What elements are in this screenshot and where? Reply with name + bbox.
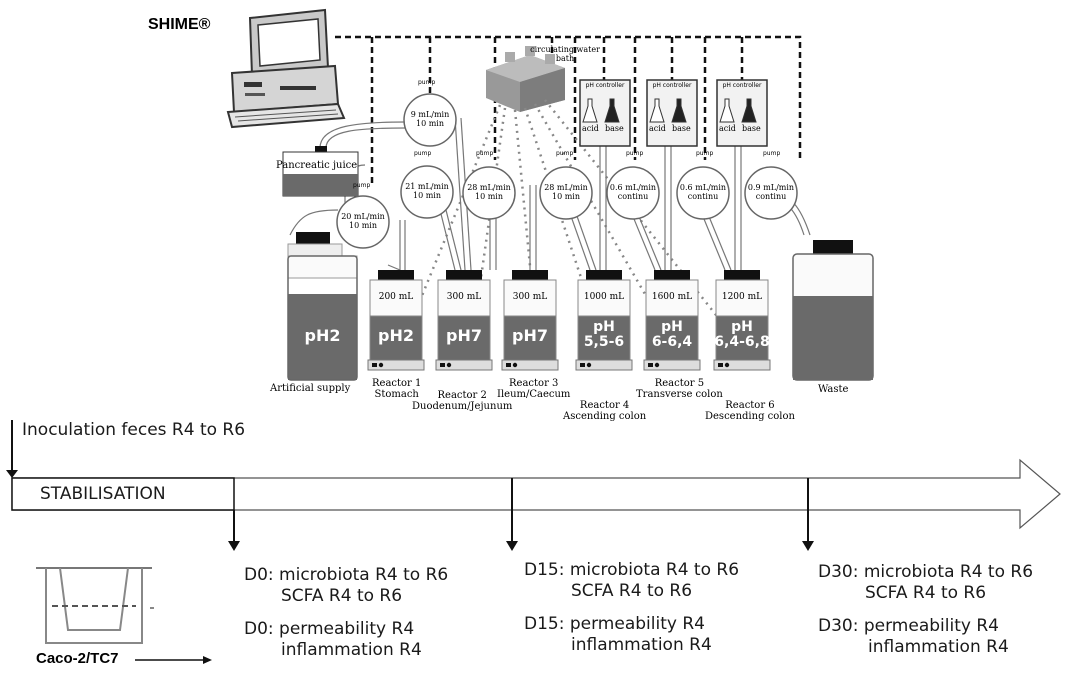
supply-ph: pH2: [304, 326, 341, 345]
reactor-3-volume: 300 mL: [512, 292, 548, 302]
sample-d15-microbiota: D15: microbiota R4 to R6: [524, 560, 740, 580]
ph-controller-label-1: pH controller: [585, 82, 625, 89]
pancreatic-juice-label: Pancreatic juice: [276, 160, 358, 171]
reactor-2-ph: pH7: [446, 326, 482, 345]
sample-d0-scfa: SCFA R4 to R6: [281, 586, 403, 606]
sample-d30-microbiota: D30: microbiota R4 to R6: [818, 562, 1034, 582]
water-bath-label: circulating water bath: [530, 45, 600, 63]
sample-d15-permeability: D15: permeability R4: [524, 614, 705, 634]
waste-bottle: [792, 240, 874, 381]
pump-label-2: pump: [353, 182, 371, 189]
waste-label: Waste: [818, 384, 849, 395]
sample-block-d0: D0: microbiota R4 to R6 SCFA R4 to R6 D0…: [244, 565, 448, 661]
reactor-2-volume: 300 mL: [446, 292, 482, 302]
reactor-2: [435, 270, 493, 371]
artificial-supply-bottle: [287, 232, 358, 381]
sample-d0-microbiota: D0: microbiota R4 to R6: [244, 565, 449, 585]
reactor-5-ph: pH 6-6,4: [651, 319, 693, 350]
transwell-icon: [36, 567, 154, 644]
reactor-4-ph: pH 5,5-6: [583, 319, 625, 350]
acid-label-2: acid: [649, 124, 666, 133]
reactor-3: [501, 270, 559, 371]
sample-block-d15: D15: microbiota R4 to R6 SCFA R4 to R6 D…: [524, 560, 739, 656]
shime-title: SHIME®: [148, 16, 211, 33]
reactor-5: [643, 270, 701, 371]
timeline: [6, 420, 1061, 530]
reactor-6: [713, 270, 771, 371]
reactor-6-volume: 1200 mL: [721, 292, 763, 302]
reactor-3-ph: pH7: [512, 326, 548, 345]
reactor-6-ph: pH 6,4-6,8: [714, 319, 770, 350]
sample-d30-inflammation: inflammation R4: [868, 637, 1009, 657]
pump-label-4: pump: [476, 150, 494, 157]
pump-label-1: pump: [418, 79, 436, 86]
pump-label-3: pump: [414, 150, 432, 157]
reactor-1: [367, 270, 425, 371]
base-label-3: base: [742, 124, 761, 133]
inoculation-label: Inoculation feces R4 to R6: [22, 420, 246, 440]
pump-label-6: pump: [626, 150, 644, 157]
acid-label-1: acid: [582, 124, 599, 133]
acid-label-3: acid: [719, 124, 736, 133]
pump-label-7: pump: [696, 150, 714, 157]
pump-label-5: pump: [556, 150, 574, 157]
cell-model-label: Caco-2/TC7: [36, 650, 119, 667]
reactor-1-ph: pH2: [378, 326, 414, 345]
sample-d15-inflammation: inflammation R4: [571, 635, 712, 655]
water-bath-icon: [486, 46, 565, 112]
ph-controller-label-3: pH controller: [722, 82, 762, 89]
milestone-arrows: [233, 478, 809, 545]
reactor-4-volume: 1000 mL: [583, 292, 625, 302]
supply-label: Artificial supply: [270, 383, 351, 394]
base-label-2: base: [672, 124, 691, 133]
milestone-arrowheads: [228, 541, 814, 551]
sample-d15-scfa: SCFA R4 to R6: [571, 581, 693, 601]
reactor-4: [575, 270, 633, 371]
sample-d30-scfa: SCFA R4 to R6: [865, 583, 987, 603]
sample-block-d30: D30: microbiota R4 to R6 SCFA R4 to R6 D…: [818, 562, 1033, 658]
computer-icon: [226, 8, 346, 129]
ph-controller-label-2: pH controller: [652, 82, 692, 89]
pump-circles: [336, 93, 798, 249]
sample-d30-permeability: D30: permeability R4: [818, 616, 999, 636]
reactor-1-volume: 200 mL: [378, 292, 414, 302]
ph-flasks: [582, 98, 757, 123]
sample-d0-permeability: D0: permeability R4: [244, 619, 415, 639]
sample-d0-inflammation: inflammation R4: [281, 640, 422, 660]
stabilisation-label: STABILISATION: [40, 484, 166, 504]
reactor-5-volume: 1600 mL: [651, 292, 693, 302]
cell-arrow: [135, 656, 212, 664]
pump-label-8: pump: [763, 150, 781, 157]
base-label-1: base: [605, 124, 624, 133]
reactor-group: [367, 270, 771, 371]
pancreatic-juice-box: [282, 146, 359, 197]
